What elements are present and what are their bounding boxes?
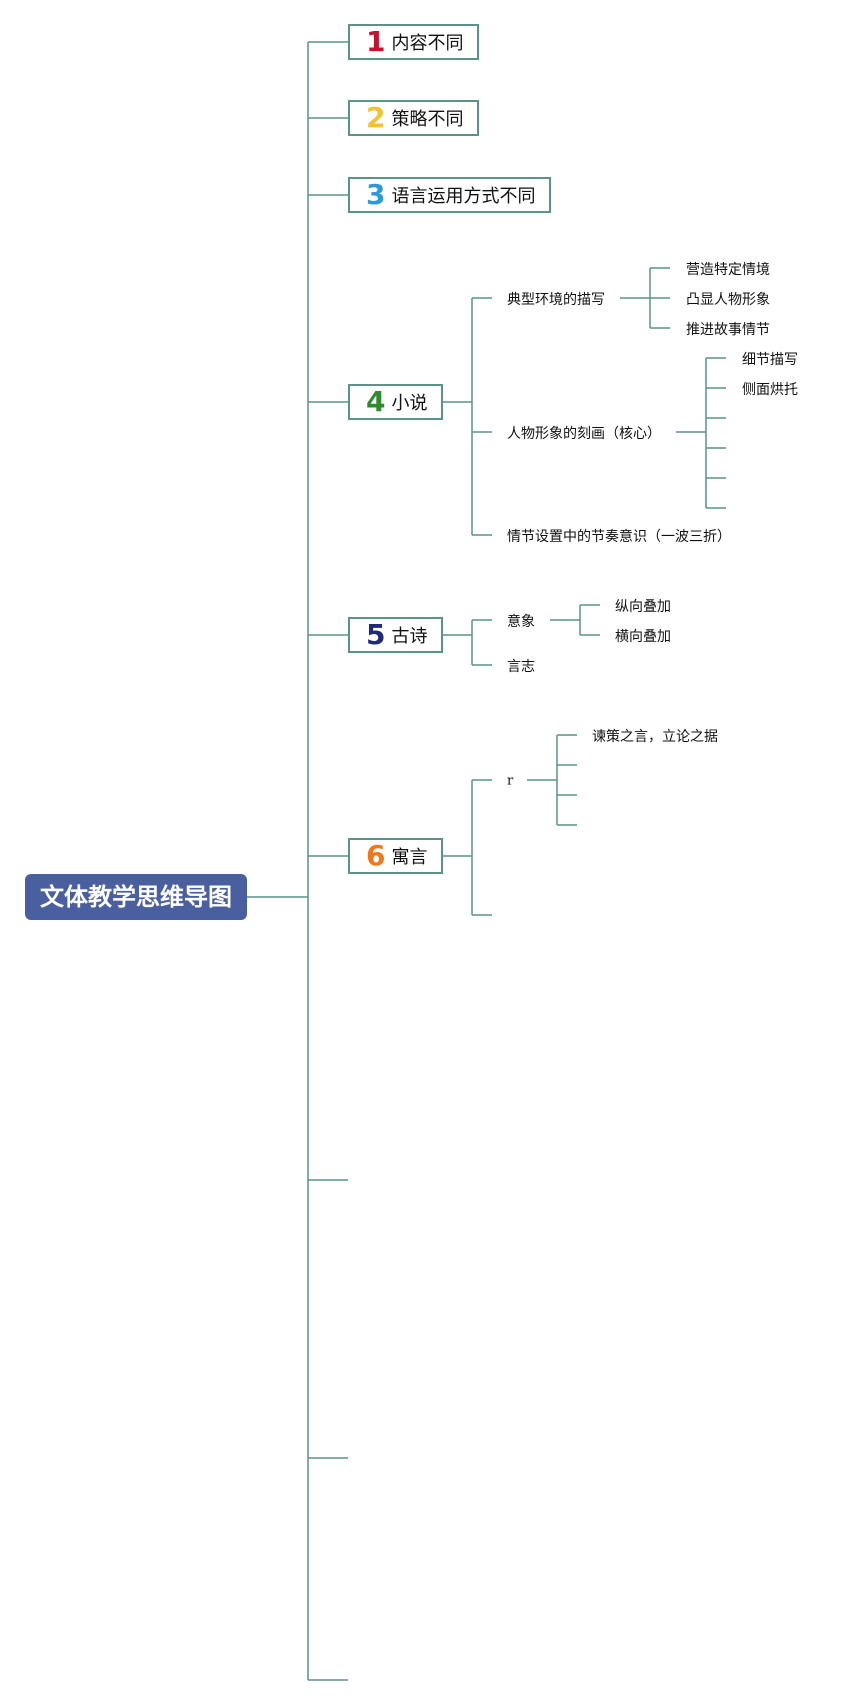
leaf-plot-advance[interactable]: 推进故事情节 [686,322,770,338]
subtopic-fable-node[interactable]: r [507,773,514,789]
topic-number: 5 [366,618,386,651]
topic-number: 3 [366,178,386,211]
leaf-horizontal-stack[interactable]: 横向叠加 [615,629,671,645]
subtopic-aspiration[interactable]: 言志 [507,659,535,675]
leaf-vertical-stack[interactable]: 纵向叠加 [615,599,671,615]
leaf-character-image[interactable]: 凸显人物形象 [686,292,770,308]
topic-label: 语言运用方式不同 [391,186,536,207]
leaf-admonition[interactable]: 谏策之言，立论之据 [592,729,718,745]
subtopic-plot-rhythm[interactable]: 情节设置中的节奏意识（一波三折） [507,529,731,545]
topic-number: 4 [366,385,386,418]
leaf-detail[interactable]: 细节描写 [742,352,798,368]
subtopic-imagery[interactable]: 意象 [507,614,535,630]
topic-label: 小说 [391,393,428,414]
topic-strategy[interactable]: 2 策略不同 [348,100,480,136]
leaf-side-contrast[interactable]: 侧面烘托 [742,382,798,398]
topic-label: 内容不同 [391,33,464,54]
topic-fable[interactable]: 6 寓言 [348,838,444,874]
subtopic-environment[interactable]: 典型环境的描写 [507,292,605,308]
topic-number: 2 [366,101,386,134]
subtopic-character[interactable]: 人物形象的刻画（核心） [507,426,661,442]
topic-number: 1 [366,25,386,58]
topic-number: 6 [366,839,386,872]
leaf-situation[interactable]: 营造特定情境 [686,262,770,278]
topic-novel[interactable]: 4 小说 [348,384,444,420]
topic-label: 策略不同 [391,109,464,130]
topic-language[interactable]: 3 语言运用方式不同 [348,177,552,213]
topic-label: 古诗 [391,626,428,647]
topic-content[interactable]: 1 内容不同 [348,24,480,60]
topic-label: 寓言 [391,847,428,868]
topic-poem[interactable]: 5 古诗 [348,617,444,653]
root-node[interactable]: 文体教学思维导图 [25,874,247,920]
